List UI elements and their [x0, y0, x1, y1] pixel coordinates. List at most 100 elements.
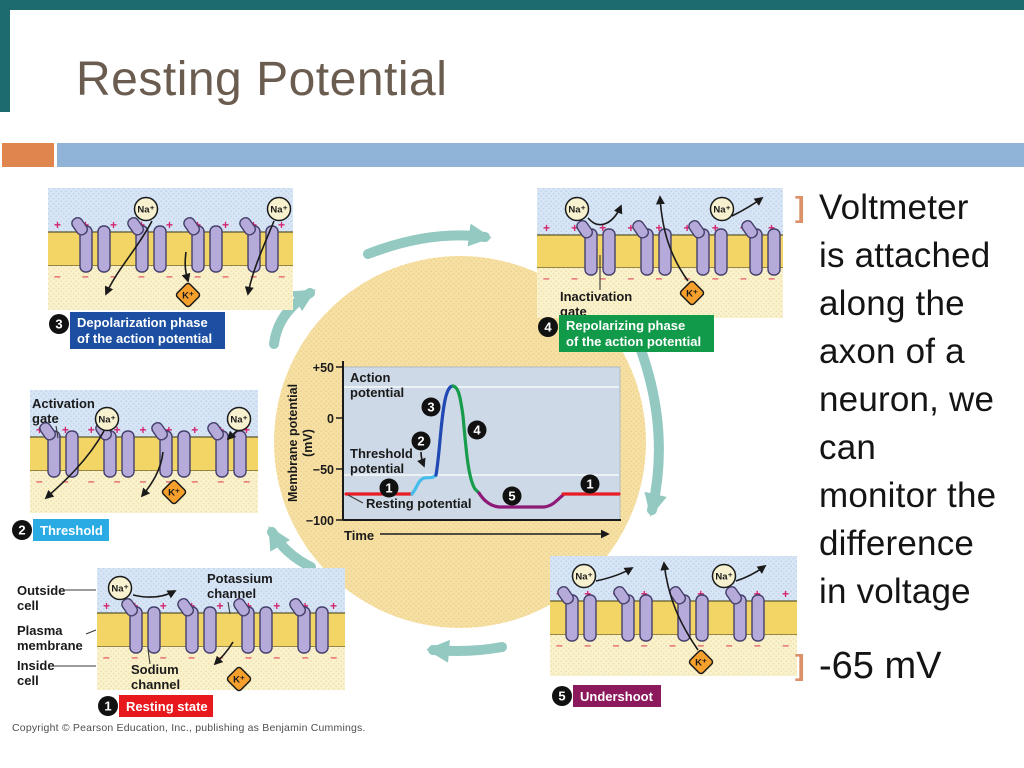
svg-text:Na⁺: Na⁺: [98, 415, 115, 426]
potassium-ion: K⁺: [688, 649, 714, 675]
svg-text:Depolarization phase: Depolarization phase: [77, 315, 208, 330]
curve-undershoot: [477, 491, 565, 509]
inside-zone: [97, 647, 345, 690]
page-title: Resting Potential: [76, 53, 448, 106]
bullet-glyph: ]: [795, 650, 805, 682]
plus-charges: + + + + + + + + +: [103, 599, 337, 613]
bullet-item-value: ] -65 mV: [795, 640, 1024, 692]
sodium-ion: Na⁺: [711, 563, 737, 589]
inside-zone: [550, 635, 797, 676]
bullet-glyph: ]: [795, 192, 805, 224]
y-axis-label: Membrane potential: [286, 384, 300, 502]
svg-text:of the action potential: of the action potential: [77, 331, 212, 346]
inside-zone: [537, 268, 783, 318]
svg-text:Na⁺: Na⁺: [230, 415, 247, 426]
outside-cell-label-1: Outside: [17, 583, 65, 598]
graph-badge-1-right: 1: [580, 474, 600, 494]
panel-resting: + + + + + + + + + – – – – – – – – – Pota…: [17, 568, 345, 717]
ion-arrow: [731, 196, 764, 217]
svg-text:K⁺: K⁺: [686, 289, 698, 300]
threshold-potential-label-1: Threshold: [350, 446, 413, 461]
frame-top-accent: [0, 0, 1024, 10]
resting-potential-label: Resting potential: [366, 496, 471, 511]
panel-threshold: + + + + + + + + + – – – – – – – – – Acti…: [12, 390, 258, 541]
svg-text:Na⁺: Na⁺: [715, 572, 732, 583]
title-underline-orange: [2, 143, 54, 167]
outside-cell-label-2: cell: [17, 598, 39, 613]
plus-charges: + + + + + + + + +: [36, 423, 250, 437]
graph-badge-4: 4: [467, 420, 487, 440]
svg-text:of the action potential: of the action potential: [566, 334, 701, 349]
svg-text:5: 5: [558, 689, 565, 704]
svg-text:Na⁺: Na⁺: [713, 205, 730, 216]
svg-text:2: 2: [18, 523, 25, 538]
ion-arrow: [735, 564, 767, 582]
ion-arrow: [181, 251, 191, 283]
tick-0: 0: [327, 412, 334, 426]
sodium-ion: Na⁺: [94, 406, 120, 432]
sodium-channel-label-2: channel: [131, 677, 180, 692]
frame-left-accent: [0, 0, 10, 112]
svg-text:1: 1: [104, 699, 111, 714]
ion-arrow: [44, 430, 105, 500]
svg-text:K⁺: K⁺: [695, 658, 707, 669]
cycle-arrow-lower-left: [267, 526, 316, 572]
cycle-arrow-bottom: [426, 639, 507, 663]
curve-repolarization: [451, 384, 481, 495]
potassium-ion: K⁺: [161, 479, 187, 505]
ion-arrow: [595, 567, 634, 582]
minus-charges: – – – – – – – – –: [543, 271, 775, 285]
svg-text:Na⁺: Na⁺: [270, 205, 287, 216]
svg-text:K⁺: K⁺: [182, 291, 194, 302]
title-underline-blue: [57, 143, 1024, 167]
sodium-ion: Na⁺: [709, 196, 735, 222]
graph-badge-1-left: 1: [379, 478, 399, 498]
svg-text:Na⁺: Na⁺: [575, 572, 592, 583]
svg-text:Undershoot: Undershoot: [580, 689, 654, 704]
step-label-depolarization: 3 Depolarization phase of the action pot…: [49, 312, 225, 349]
svg-text:Resting state: Resting state: [126, 699, 208, 714]
panel-undershoot: + + + + + + + + + – – – – – – – – – Na⁺ …: [550, 556, 797, 707]
ion-arrow: [587, 204, 623, 226]
threshold-potential-label-2: potential: [350, 461, 404, 476]
resting-leader: [347, 494, 364, 504]
sodium-ion: Na⁺: [133, 196, 159, 222]
potassium-ion: K⁺: [679, 280, 705, 306]
potassium-leader: [227, 601, 231, 615]
step-label-repolarizing: 4 Repolarizing phase of the action poten…: [538, 315, 714, 352]
plasma-membrane-label-1: Plasma: [17, 623, 63, 638]
graph-badge-5: 5: [502, 486, 522, 506]
sodium-channel-label-1: Sodium: [131, 662, 179, 677]
cycle-arrow-right: [636, 345, 667, 517]
svg-text:1: 1: [586, 477, 593, 492]
y-ticks: +50 0 −50 −100: [306, 361, 343, 528]
ion-arrow: [655, 195, 689, 282]
step-label-undershoot: 5 Undershoot: [552, 685, 661, 707]
svg-text:Threshold: Threshold: [40, 523, 103, 538]
y-axis-units: (mV): [301, 429, 315, 457]
minus-charges: – – – – – – – – –: [556, 638, 789, 652]
plasma-membrane-label-2: membrane: [17, 638, 83, 653]
ion-arrow: [660, 561, 699, 651]
ion-arrow: [140, 451, 164, 498]
inside-cell-label-2: cell: [17, 673, 39, 688]
inside-cell-label-1: Inside: [17, 658, 55, 673]
sodium-ion: Na⁺: [266, 196, 292, 222]
svg-text:K⁺: K⁺: [233, 675, 245, 686]
sodium-ion: Na⁺: [107, 575, 133, 601]
step-label-threshold: 2 Threshold: [12, 519, 109, 541]
potassium-ion: K⁺: [175, 282, 201, 308]
plasma-leader: [85, 629, 97, 635]
svg-text:3: 3: [427, 400, 434, 415]
minus-charges: – – – – – – – – –: [36, 474, 250, 488]
curve-depolarization: [434, 384, 455, 477]
graph-badge-2: 2: [411, 431, 431, 451]
svg-text:4: 4: [544, 320, 552, 335]
sodium-ion: Na⁺: [564, 196, 590, 222]
svg-text:1: 1: [385, 481, 392, 496]
ion-arrow: [104, 220, 153, 296]
potassium-channel-label-2: channel: [207, 586, 256, 601]
activation-gate-label-2: gate: [32, 411, 59, 426]
step-label-resting: 1 Resting state: [98, 695, 213, 717]
